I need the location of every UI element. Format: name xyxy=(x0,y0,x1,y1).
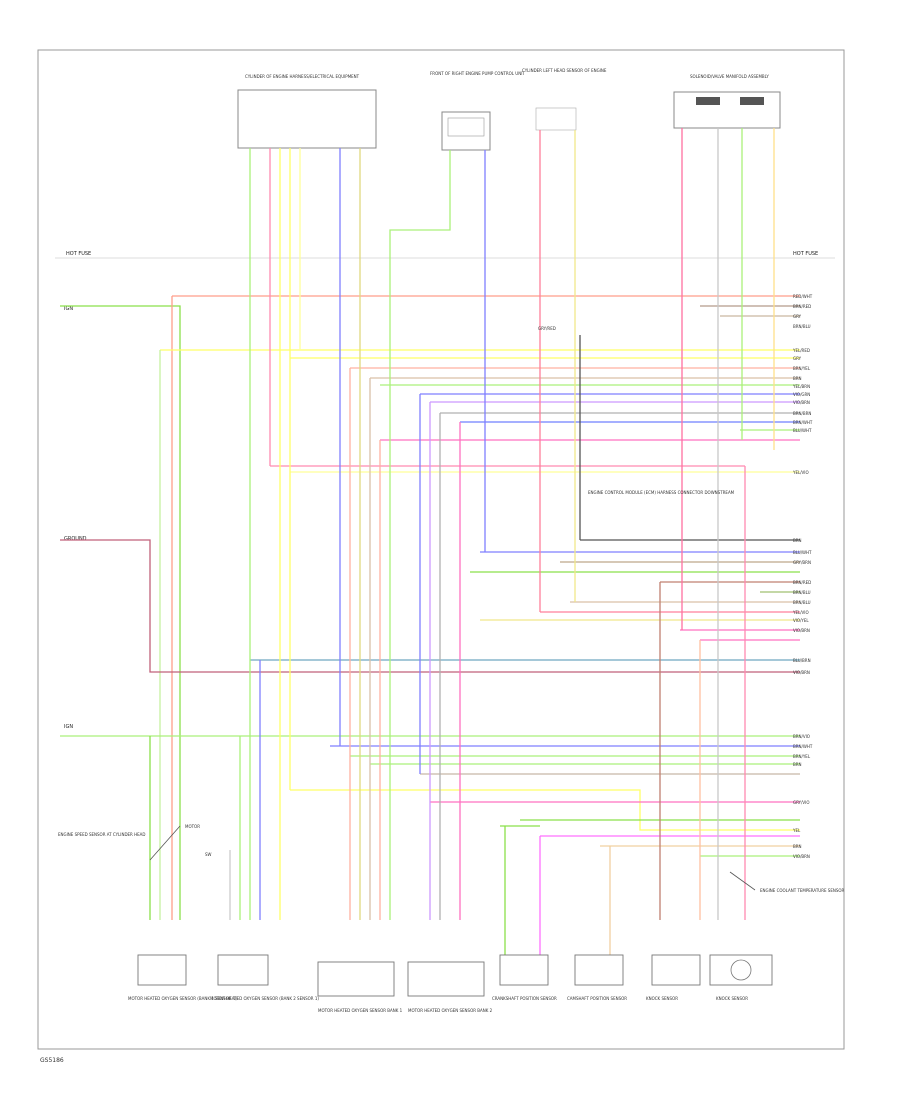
wire-label: BRN/WHT xyxy=(793,744,813,749)
figure-id: GS5186 xyxy=(40,1057,64,1064)
wire-label: VIO/BRN xyxy=(793,670,810,675)
wire-label: YEL/BRN xyxy=(792,384,810,389)
hot-bus-label-right: HOT FUSE xyxy=(793,251,818,257)
wire-label: GRY xyxy=(793,356,802,361)
wire-label: BLU/WHT xyxy=(793,550,812,555)
top-component-3-label: CYLINDER LEFT HEAD SENSOR OF ENGINE xyxy=(522,68,607,73)
wire-label: GRY/VIO xyxy=(793,800,809,805)
diagram-frame xyxy=(37,49,845,1050)
ign-b-label: IGN xyxy=(64,724,73,730)
bottom-component-4: MOTOR HEATED OXYGEN SENSOR BANK 2 xyxy=(407,961,493,1013)
bottom-component-7-label: KNOCK SENSOR xyxy=(646,996,678,1001)
wire-label: RED/WHT xyxy=(793,294,813,299)
wire-label: BLU/WHT xyxy=(793,428,812,433)
bottom-component-6: CAMSHAFT POSITION SENSOR xyxy=(567,954,627,1001)
ground-c-label: GROUND xyxy=(64,536,87,542)
vertical-wires xyxy=(149,128,775,955)
bottom-component-7: KNOCK SENSOR xyxy=(646,954,701,1001)
wire-label: VIO/BRN xyxy=(793,400,810,405)
wire-label: VIO/BRN xyxy=(793,854,810,859)
wire-label: BRN xyxy=(793,762,802,767)
bottom-component-8-label: KNOCK SENSOR xyxy=(716,996,748,1001)
left-sensor-tag: MOTOR xyxy=(185,824,200,829)
wire-label: YEL/VIO xyxy=(792,470,809,475)
left-sensor-note: ENGINE SPEED SENSOR AT CYLINDER HEAD xyxy=(58,832,145,837)
top-component-4-label: SOLENOID/VALVE MANIFOLD ASSEMBLY xyxy=(690,74,769,79)
wire-label: BRN/WHT xyxy=(793,420,813,425)
top-component-1: CYLINDER OF ENGINE HARNESS/ELECTRICAL EQ… xyxy=(237,74,377,149)
wire-label: BRN/BLU xyxy=(793,324,811,329)
bottom-component-6-label: CAMSHAFT POSITION SENSOR xyxy=(567,996,627,1001)
top-component-2-label: FRONT OF RIGHT ENGINE PUMP CONTROL UNIT xyxy=(430,71,525,76)
mid-note: ENGINE CONTROL MODULE (ECM) HARNESS CONN… xyxy=(588,490,735,495)
bottom-component-3-label: MOTOR HEATED OXYGEN SENSOR BANK 1 xyxy=(318,1008,403,1013)
bottom-component-5-label: CRANKSHAFT POSITION SENSOR xyxy=(492,996,557,1001)
wire-label: VIO/BRN xyxy=(793,628,810,633)
wire-label: YEL xyxy=(792,828,801,833)
wire-label: YEL/RED xyxy=(792,348,810,353)
wire-label: BRN/YEL xyxy=(793,366,811,371)
wire-label: BRN/VIO xyxy=(793,734,810,739)
bottom-component-4-label: MOTOR HEATED OXYGEN SENSOR BANK 2 xyxy=(408,1008,493,1013)
wire-ground xyxy=(60,539,800,673)
wire-label: GRY/BRN xyxy=(793,560,811,565)
ign-a-label: IGN xyxy=(64,306,73,312)
bottom-component-1-label: MOTOR HEATED OXYGEN SENSOR (BANK 1 SENSO… xyxy=(128,996,237,1001)
wire-label: BRN/BRN xyxy=(793,411,811,416)
bottom-component-5: CRANKSHAFT POSITION SENSOR xyxy=(492,954,557,1001)
bottom-component-2-label: MOTOR HEATED OXYGEN SENSOR (BANK 2 SENSO… xyxy=(210,996,319,1001)
wire-label: BRN xyxy=(793,844,802,849)
wire-label: BRN/RED xyxy=(793,580,811,585)
bottom-component-8: KNOCK SENSOR xyxy=(709,954,773,1001)
wire-label: GRY xyxy=(793,314,802,319)
wire-label: VIO/GRN xyxy=(793,392,810,397)
top-component-1-label: CYLINDER OF ENGINE HARNESS/ELECTRICAL EQ… xyxy=(245,74,360,79)
right-wire-labels: RED/WHT BRN/RED GRY BRN/BLU YEL/RED GRY … xyxy=(792,294,813,859)
horizontal-wires xyxy=(60,295,800,920)
top-component-2: FRONT OF RIGHT ENGINE PUMP CONTROL UNIT xyxy=(430,71,525,151)
wire-label: VIO/YEL xyxy=(793,618,809,623)
wire-label: BRN/RED xyxy=(793,304,811,309)
wire-label: BRN/BLU xyxy=(793,600,811,605)
top-component-3: CYLINDER LEFT HEAD SENSOR OF ENGINE xyxy=(522,68,607,131)
wire-label: BRN/YEL xyxy=(793,754,811,759)
right-bottom-note: ENGINE COOLANT TEMPERATURE SENSOR xyxy=(760,888,845,893)
wire-label: BRN/BLU xyxy=(793,590,811,595)
wire-label: BRN xyxy=(793,376,802,381)
left-switch-tag: SW xyxy=(205,852,212,857)
wire-label: BRN xyxy=(793,538,802,543)
bottom-component-1: MOTOR HEATED OXYGEN SENSOR (BANK 1 SENSO… xyxy=(128,954,237,1001)
hot-bus-label-left: HOT FUSE xyxy=(66,251,91,257)
wire-label: YEL/VIO xyxy=(792,610,809,615)
bottom-component-2: MOTOR HEATED OXYGEN SENSOR (BANK 2 SENSO… xyxy=(210,954,319,1001)
bottom-component-3: MOTOR HEATED OXYGEN SENSOR BANK 1 xyxy=(317,961,403,1013)
wire-label: BLU/BRN xyxy=(793,658,811,663)
wire-ign-green xyxy=(60,305,181,920)
top-component-4: SOLENOID/VALVE MANIFOLD ASSEMBLY xyxy=(673,74,781,129)
mid-block-label: GRY/RED xyxy=(538,326,556,331)
